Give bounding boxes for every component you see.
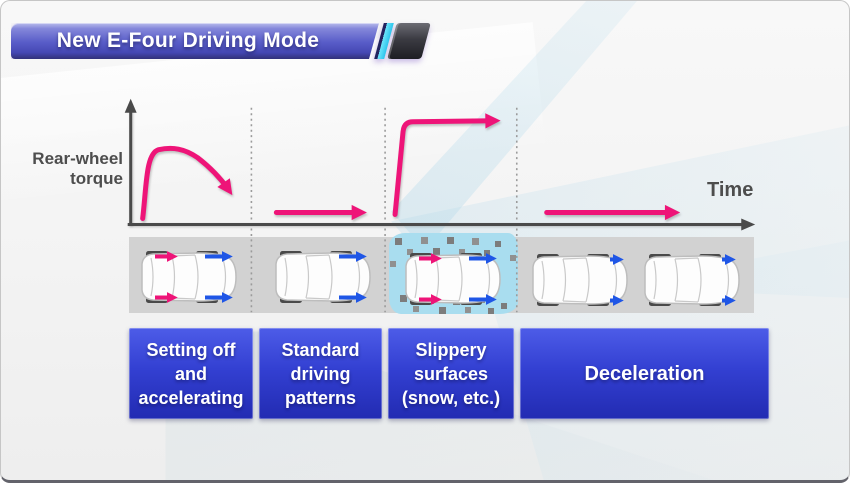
phase-label-standard-driving: Standard driving patterns	[259, 328, 382, 419]
snow-square-icon	[484, 250, 490, 256]
car-top-view	[139, 251, 257, 303]
phase-label-slippery-surfaces: Slippery surfaces (snow, etc.)	[388, 328, 514, 419]
car-body-icon	[275, 252, 371, 302]
snow-square-icon	[472, 238, 479, 245]
slide-title: New E-Four Driving Mode	[56, 29, 320, 52]
phase-label-text: Standard driving patterns	[281, 339, 360, 408]
phase-label-text: Setting off and accelerating	[138, 339, 244, 408]
car-top-view	[642, 254, 760, 306]
car-top-view	[403, 253, 521, 305]
title-banner: New E-Four Driving Mode	[11, 23, 379, 59]
snow-square-icon	[501, 303, 507, 309]
phase-label-text: Slippery surfaces (snow, etc.)	[401, 339, 501, 408]
snow-square-icon	[400, 295, 407, 302]
banner-end-cap-icon	[387, 23, 431, 59]
car-top-view	[530, 254, 648, 306]
car-detail-lines	[541, 257, 618, 303]
phase-label-setting-off: Setting off and accelerating	[129, 328, 253, 419]
snow-square-icon	[465, 307, 471, 313]
snow-square-icon	[413, 306, 419, 312]
snow-square-icon	[421, 237, 428, 244]
x-axis-arrowhead	[741, 218, 756, 231]
car-detail-lines	[653, 257, 730, 303]
phase-label-text: Deceleration	[584, 362, 705, 385]
snow-square-icon	[439, 307, 446, 314]
snow-square-icon	[495, 241, 501, 247]
torque-curve-setting-off	[140, 145, 233, 221]
car-top-view	[273, 251, 391, 303]
snow-square-icon	[433, 248, 440, 255]
snow-square-icon	[510, 255, 516, 261]
snow-square-icon	[407, 249, 413, 255]
torque-curve-slippery	[392, 113, 501, 217]
x-axis-label: Time	[707, 179, 754, 201]
snow-square-icon	[395, 238, 402, 245]
snow-square-icon	[447, 237, 454, 244]
car-body-icon	[405, 254, 501, 304]
car-detail-lines	[284, 254, 361, 300]
car-body-icon	[141, 252, 237, 302]
y-axis-arrowhead	[124, 98, 137, 113]
car-detail-lines	[414, 256, 491, 302]
y-axis-label: Rear-wheel torque	[32, 149, 123, 188]
snow-square-icon	[390, 261, 396, 267]
car-body-icon	[644, 255, 740, 305]
phase-label-deceleration: Deceleration	[520, 328, 769, 419]
snow-square-icon	[459, 249, 465, 255]
car-detail-lines	[150, 254, 227, 300]
snow-square-icon	[488, 308, 494, 314]
car-body-icon	[532, 255, 628, 305]
